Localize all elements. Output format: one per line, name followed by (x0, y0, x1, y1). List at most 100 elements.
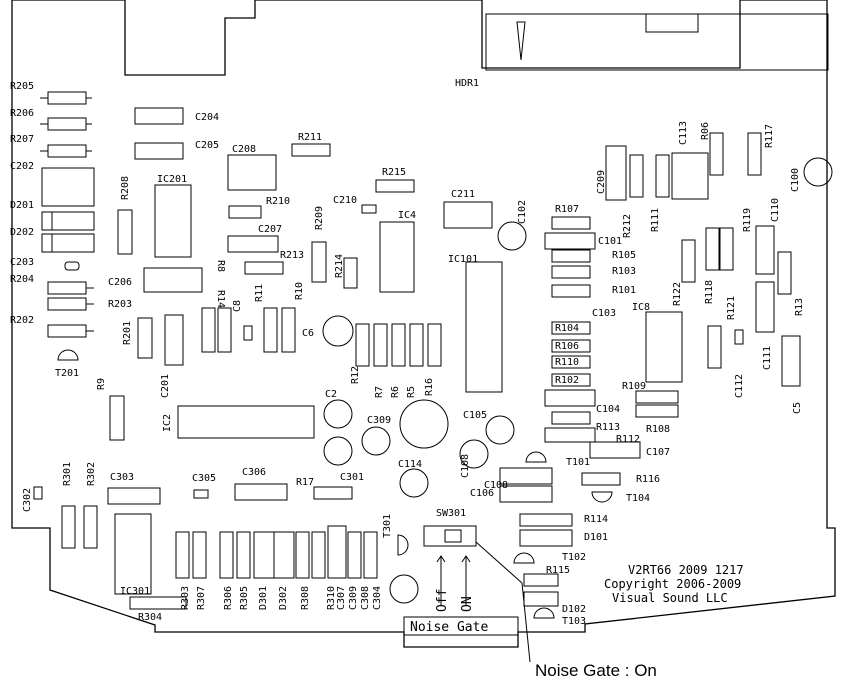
label-r204: R204 (10, 274, 34, 285)
left-resistors (40, 91, 95, 361)
label-t102: T102 (562, 552, 586, 563)
label-c303: C303 (110, 472, 134, 483)
label-r215: R215 (382, 167, 406, 178)
label-r203: R203 (108, 299, 132, 310)
label-c100: C100 (790, 168, 801, 192)
label-c207: C207 (258, 224, 282, 235)
label-r122: R122 (672, 282, 683, 306)
label-t101: T101 (566, 457, 590, 468)
label-r111: R111 (650, 208, 661, 232)
label-r212: R212 (622, 214, 633, 238)
label-r102: R102 (555, 375, 579, 386)
label-r118: R118 (704, 280, 715, 304)
label-c111: C111 (762, 346, 773, 370)
label-r210: R210 (266, 196, 290, 207)
label-c308: C308 (360, 586, 371, 610)
label-r10: R10 (294, 282, 305, 300)
on-label: ON (460, 596, 475, 612)
label-c112: C112 (734, 374, 745, 398)
label-r119: R119 (742, 208, 753, 232)
label-c306: C306 (242, 467, 266, 478)
label-c108: C108 (484, 480, 508, 491)
label-d102: D102 (562, 604, 586, 615)
label-c102: C102 (517, 200, 528, 224)
noise-gate-section-label: Noise Gate (410, 620, 488, 635)
label-r108: R108 (646, 424, 670, 435)
label-r214: R214 (334, 254, 345, 278)
label-r306: R306 (223, 586, 234, 610)
label-r6: R6 (390, 386, 401, 398)
label-r14: R14 (215, 290, 226, 308)
label-c106: C106 (470, 488, 494, 499)
label-r202: R202 (10, 315, 34, 326)
board-info: V2RT66 2009 1217 Copyright 2006-2009 Vis… (604, 563, 744, 605)
label-c103: C103 (592, 308, 616, 319)
upper-middle-parts (117, 107, 493, 293)
switch-sw301-label: SW301 (436, 508, 466, 519)
label-c302: C302 (22, 488, 33, 512)
middle-parts (109, 261, 515, 498)
label-t301: T301 (382, 514, 393, 538)
label-d201: D201 (10, 200, 34, 211)
lower-left-parts (33, 483, 419, 610)
label-t201: T201 (55, 368, 79, 379)
label-r107: R107 (555, 204, 579, 215)
label-r117: R117 (764, 124, 775, 148)
label-r208: R208 (120, 176, 131, 200)
board-company: Visual Sound LLC (612, 591, 728, 605)
label-r17: R17 (296, 477, 314, 488)
label-ic301: IC301 (120, 586, 150, 597)
label-r116: R116 (636, 474, 660, 485)
label-c101: C101 (598, 236, 622, 247)
label-r13: R13 (794, 298, 805, 316)
label-c205: C205 (195, 140, 219, 151)
label-t103: T103 (562, 616, 586, 627)
label-c202: C202 (10, 161, 34, 172)
label-r211: R211 (298, 132, 322, 143)
label-r5: R5 (406, 386, 417, 398)
label-r301: R301 (62, 462, 73, 486)
board-copyright: Copyright 2006-2009 (604, 577, 741, 591)
label-r103: R103 (612, 266, 636, 277)
label-r8: R8 (215, 260, 226, 272)
right-parts (605, 132, 833, 418)
board-outline (11, 0, 836, 648)
label-c8: C8 (232, 300, 243, 312)
label-c309: C309 (367, 415, 391, 426)
label-ic101: IC101 (448, 254, 478, 265)
label-c309b: C309 (348, 586, 359, 610)
label-r305: R305 (239, 586, 250, 610)
noise-gate-state-annotation: Noise Gate : On (535, 661, 657, 680)
label-r101: R101 (612, 285, 636, 296)
label-t104: T104 (626, 493, 650, 504)
label-c104: C104 (596, 404, 620, 415)
label-r310: R310 (326, 586, 337, 610)
label-c307: C307 (336, 586, 347, 610)
label-c210: C210 (333, 195, 357, 206)
right-center-parts (497, 216, 641, 619)
label-c201: C201 (160, 374, 171, 398)
label-c107: C107 (646, 447, 670, 458)
label-r307: R307 (196, 586, 207, 610)
label-r12: R12 (350, 366, 361, 384)
label-c203: C203 (10, 257, 34, 268)
label-c105: C105 (463, 410, 487, 421)
lower-left-labels: C302 R301 R302 C303 C305 C306 R17 C301 T… (22, 462, 393, 623)
label-r303: R303 (180, 586, 191, 610)
right-center-labels: C102 R107 C101 R105 R103 R101 C103 R104 … (470, 200, 670, 627)
label-r213: R213 (280, 250, 304, 261)
label-r109: R109 (622, 381, 646, 392)
off-label: Off (435, 589, 450, 612)
label-r304: R304 (138, 612, 162, 623)
label-c301: C301 (340, 472, 364, 483)
label-c206: C206 (108, 277, 132, 288)
label-ic8: IC8 (632, 302, 650, 313)
label-c304: C304 (372, 586, 383, 610)
label-r112: R112 (616, 434, 640, 445)
label-r106: R106 (555, 341, 579, 352)
label-ic201: IC201 (157, 174, 187, 185)
label-r104: R104 (555, 323, 579, 334)
label-c2: C2 (325, 389, 337, 400)
label-r308: R308 (300, 586, 311, 610)
switch-labels: SW301 Off ON Noise Gate (410, 508, 488, 635)
